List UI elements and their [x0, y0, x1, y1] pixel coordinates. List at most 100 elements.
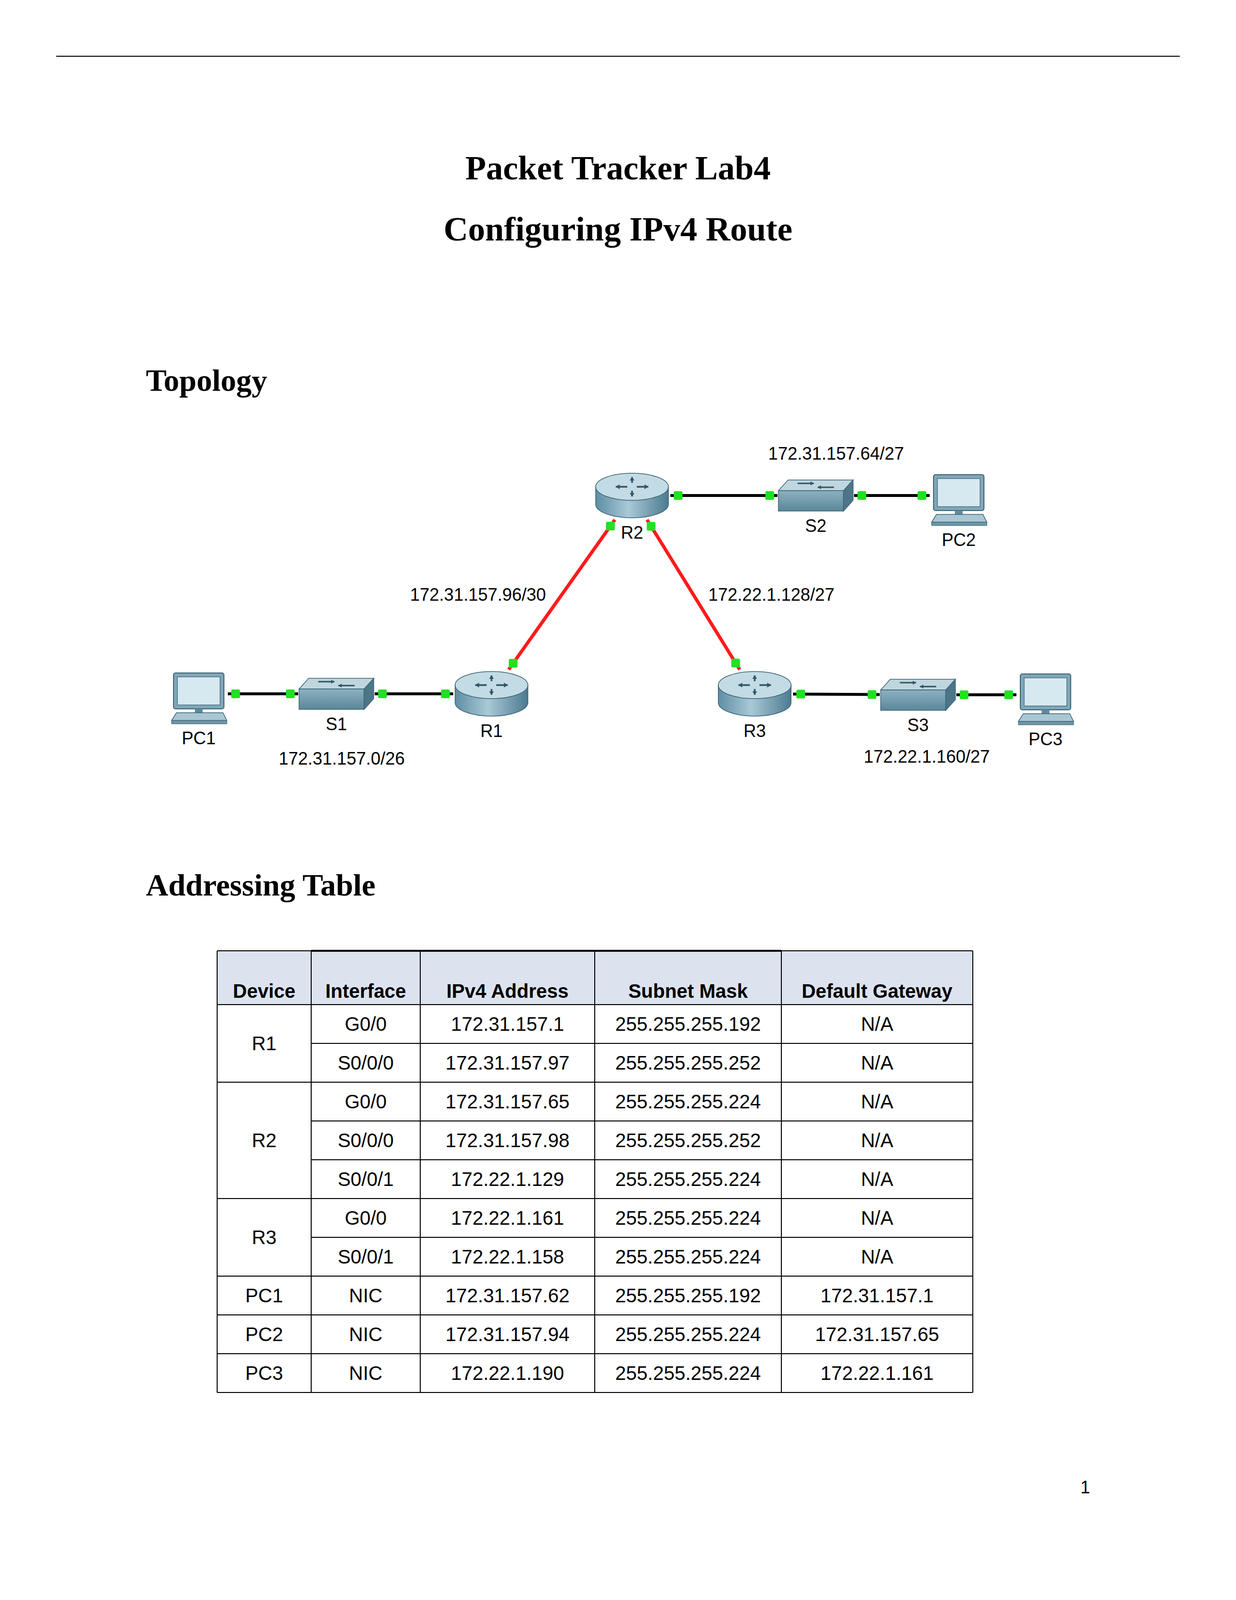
page-subtitle: Configuring IPv4 Route [443, 209, 793, 250]
table-cell: 255.255.255.192 [615, 1283, 761, 1307]
link-network-label: 172.22.1.128/27 [706, 584, 837, 605]
table-cell: 172.22.1.190 [450, 1361, 565, 1384]
header-rule [56, 55, 1180, 57]
table-cell: N/A [860, 1245, 894, 1268]
table-cell: NIC [348, 1283, 383, 1307]
switch-device: S3 [879, 677, 957, 713]
link-light [605, 521, 615, 531]
table-cell: N/A [860, 1051, 894, 1074]
table-cell: 255.255.255.192 [615, 1012, 761, 1035]
table-cell: PC3 [245, 1361, 284, 1384]
link-light [917, 491, 927, 500]
table-cell: N/A [860, 1206, 894, 1229]
device-name: R1 [480, 720, 503, 741]
table-cell: S0/0/0 [337, 1051, 395, 1074]
switch-icon [879, 677, 957, 713]
table-cell: R3 [251, 1225, 277, 1249]
network-address: 172.22.1.160/27 [863, 746, 990, 767]
table-cell: 255.255.255.252 [615, 1051, 761, 1074]
table-cell: 255.255.255.252 [615, 1128, 761, 1152]
link-light [285, 689, 295, 698]
link-light [231, 689, 240, 698]
page-number: 1 [1080, 1476, 1091, 1497]
router-device: R1 [453, 669, 530, 718]
table-cell: G0/0 [344, 1206, 387, 1229]
table-cell: 255.255.255.224 [615, 1206, 761, 1229]
switch-icon [777, 477, 855, 513]
addressing-table-grid [217, 950, 973, 1393]
table-cell: 172.31.157.62 [445, 1283, 570, 1307]
router-icon [453, 669, 530, 718]
table-cell: 172.31.157.98 [445, 1128, 570, 1152]
device-name: R3 [743, 720, 766, 741]
table-cell: PC1 [245, 1283, 284, 1307]
network-address: 172.31.157.64/27 [768, 443, 904, 464]
table-cell: 172.22.1.158 [450, 1245, 565, 1268]
table-cell: 172.31.157.1 [820, 1283, 935, 1307]
table-cell: S0/0/1 [337, 1245, 395, 1268]
device-name: S3 [907, 714, 929, 735]
link-network-label: 172.31.157.96/30 [408, 584, 548, 605]
table-header-cell: IPv4 Address [446, 979, 569, 1002]
table-cell: NIC [348, 1322, 383, 1346]
table-header-cell: Subnet Mask [628, 979, 748, 1002]
table-cell: N/A [860, 1090, 894, 1113]
link-light [646, 522, 656, 531]
table-cell: 172.31.157.65 [445, 1090, 570, 1113]
device-name: S2 [805, 515, 827, 536]
router-icon [593, 471, 671, 520]
link-light [673, 491, 683, 500]
network-address: 172.31.157.0/26 [278, 748, 405, 769]
pc-icon [169, 662, 228, 726]
table-cell: 255.255.255.224 [615, 1090, 761, 1113]
table-cell: S0/0/1 [337, 1167, 395, 1190]
table-header-cell: Device [233, 979, 296, 1002]
ethernet-link [670, 493, 778, 497]
link-light [378, 689, 387, 698]
router-icon [716, 669, 793, 718]
table-cell: 172.31.157.97 [445, 1051, 570, 1074]
link-light [441, 689, 450, 698]
table-header-cell: Interface [325, 979, 407, 1002]
table-cell: 172.31.157.94 [445, 1322, 570, 1346]
ethernet-link [792, 693, 880, 695]
table-cell: 172.31.157.1 [450, 1012, 565, 1035]
table-header-cell: Default Gateway [801, 979, 953, 1002]
switch-icon [298, 676, 375, 712]
router-device: R2 [593, 471, 671, 520]
device-name: PC2 [941, 529, 976, 550]
pc-device: PC3 [1016, 663, 1075, 727]
section-heading: Topology [145, 362, 268, 399]
table-cell: PC2 [245, 1322, 284, 1346]
table-cell: 172.22.1.129 [450, 1167, 565, 1190]
pc-icon [929, 463, 988, 527]
table-cell: N/A [860, 1167, 894, 1190]
link-light [765, 491, 775, 500]
switch-device: S2 [777, 477, 855, 513]
link-light [731, 658, 741, 667]
link-light [959, 690, 969, 699]
router-device: R3 [716, 669, 793, 718]
table-cell: 172.22.1.161 [450, 1206, 565, 1229]
link-light [867, 689, 877, 699]
pc-icon [1016, 663, 1075, 727]
table-cell: 172.22.1.161 [820, 1361, 935, 1384]
device-name: PC3 [1028, 728, 1063, 749]
pc-device: PC1 [169, 662, 228, 726]
table-cell: G0/0 [344, 1090, 387, 1113]
page-title: Packet Tracker Lab4 [465, 148, 771, 189]
link-light [796, 689, 806, 699]
switch-device: S1 [298, 676, 375, 712]
table-cell: 255.255.255.224 [615, 1322, 761, 1346]
table-cell: N/A [860, 1012, 894, 1035]
table-cell: 172.31.157.65 [815, 1322, 940, 1346]
device-name: S1 [325, 713, 348, 734]
link-light [857, 491, 867, 500]
link-light [508, 658, 518, 668]
table-cell: R2 [251, 1128, 277, 1152]
table-cell: 255.255.255.224 [615, 1361, 761, 1384]
table-cell: N/A [860, 1128, 894, 1152]
device-name: R2 [620, 522, 644, 543]
table-cell: S0/0/0 [337, 1128, 395, 1152]
table-cell: R1 [251, 1031, 277, 1055]
